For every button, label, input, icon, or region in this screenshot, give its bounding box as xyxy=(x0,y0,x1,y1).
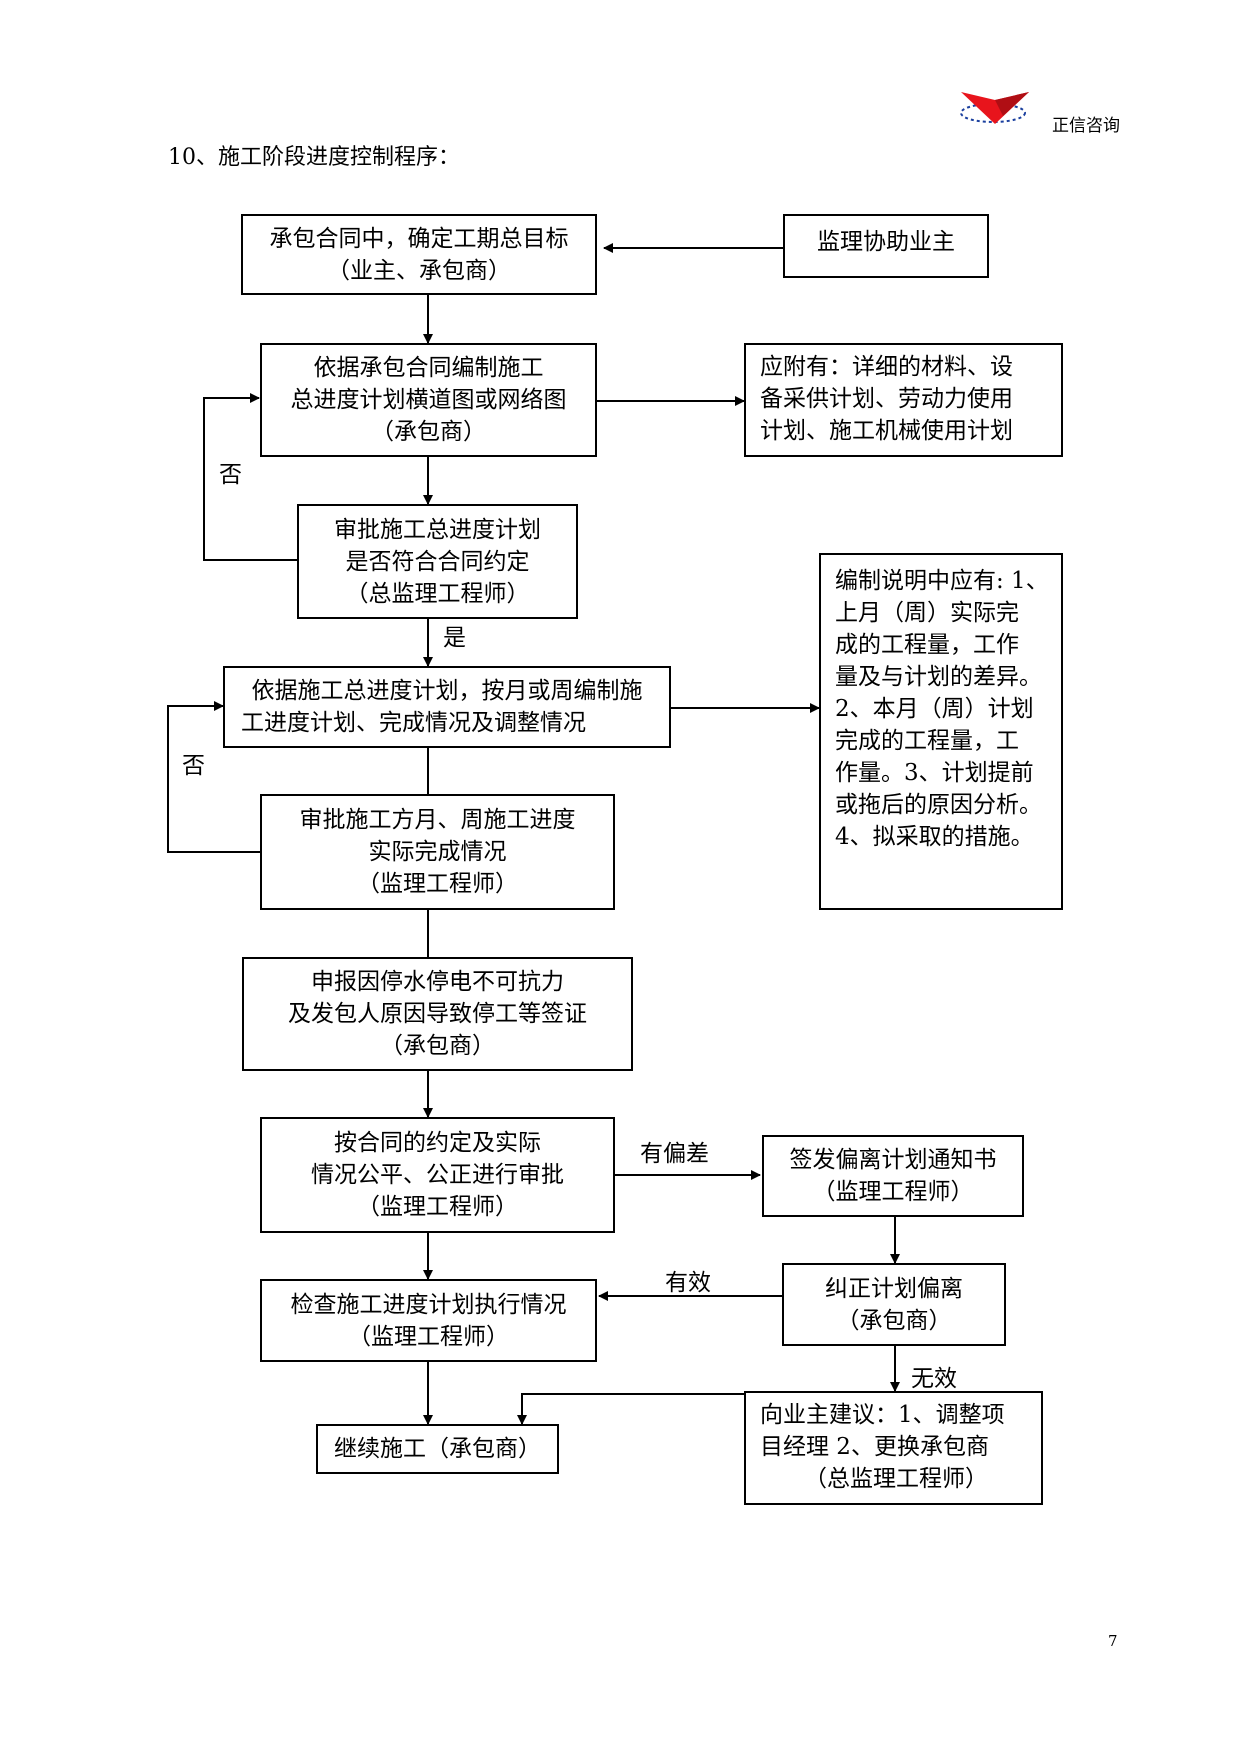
node-explanation-note: 编制说明中应有: 1、 上月（周）实际完 成的工程量，工作 量及与计划的差异。 … xyxy=(819,553,1063,910)
company-logo-icon xyxy=(960,92,1029,124)
label-deviation: 有偏差 xyxy=(640,1141,709,1167)
label-yes: 是 xyxy=(443,625,466,651)
label-ineffective: 无效 xyxy=(911,1366,957,1392)
node-owner-suggestion: 向业主建议：1、调整项 目经理 2、更换承包商 （总监理工程师） xyxy=(744,1391,1043,1505)
node-check-execution: 检查施工进度计划执行情况 （监理工程师） xyxy=(260,1279,597,1362)
node-master-schedule: 依据承包合同编制施工 总进度计划横道图或网络图 （承包商） xyxy=(260,343,597,457)
label-effective: 有效 xyxy=(665,1270,711,1296)
arrow-suggest-to-n9 xyxy=(517,1393,745,1425)
node-fair-approval: 按合同的约定及实际 情况公平、公正进行审批 （监理工程师） xyxy=(260,1117,615,1233)
node-continue-construction: 继续施工（承包商） xyxy=(316,1424,559,1474)
node-attachments: 应附有：详细的材料、设 备采供计划、劳动力使用 计划、施工机械使用计划 xyxy=(744,343,1063,457)
node-approve-master: 审批施工总进度计划 是否符合合同约定 （总监理工程师） xyxy=(297,504,578,619)
loop-no-1 xyxy=(203,393,298,561)
company-name: 正信咨询 xyxy=(1052,116,1120,136)
node-approve-monthly: 审批施工方月、周施工进度 实际完成情况 （监理工程师） xyxy=(260,794,615,910)
page-number: 7 xyxy=(1108,1632,1118,1650)
node-contract-target: 承包合同中，确定工期总目标 （业主、承包商） xyxy=(241,214,597,295)
node-owner-assist: 监理协助业主 xyxy=(783,214,989,278)
label-no-1: 否 xyxy=(219,462,242,488)
node-correct-deviation: 纠正计划偏离 （承包商） xyxy=(782,1263,1006,1346)
loop-no-2 xyxy=(167,701,261,853)
node-deviation-notice: 签发偏离计划通知书 （监理工程师） xyxy=(762,1135,1024,1217)
section-title: 10、施工阶段进度控制程序： xyxy=(168,145,460,170)
label-no-2: 否 xyxy=(182,753,205,779)
node-force-majeure: 申报因停水停电不可抗力 及发包人原因导致停工等签证 （承包商） xyxy=(242,957,633,1071)
node-monthly-schedule: 依据施工总进度计划，按月或周编制施 工进度计划、完成情况及调整情况 xyxy=(223,666,671,748)
